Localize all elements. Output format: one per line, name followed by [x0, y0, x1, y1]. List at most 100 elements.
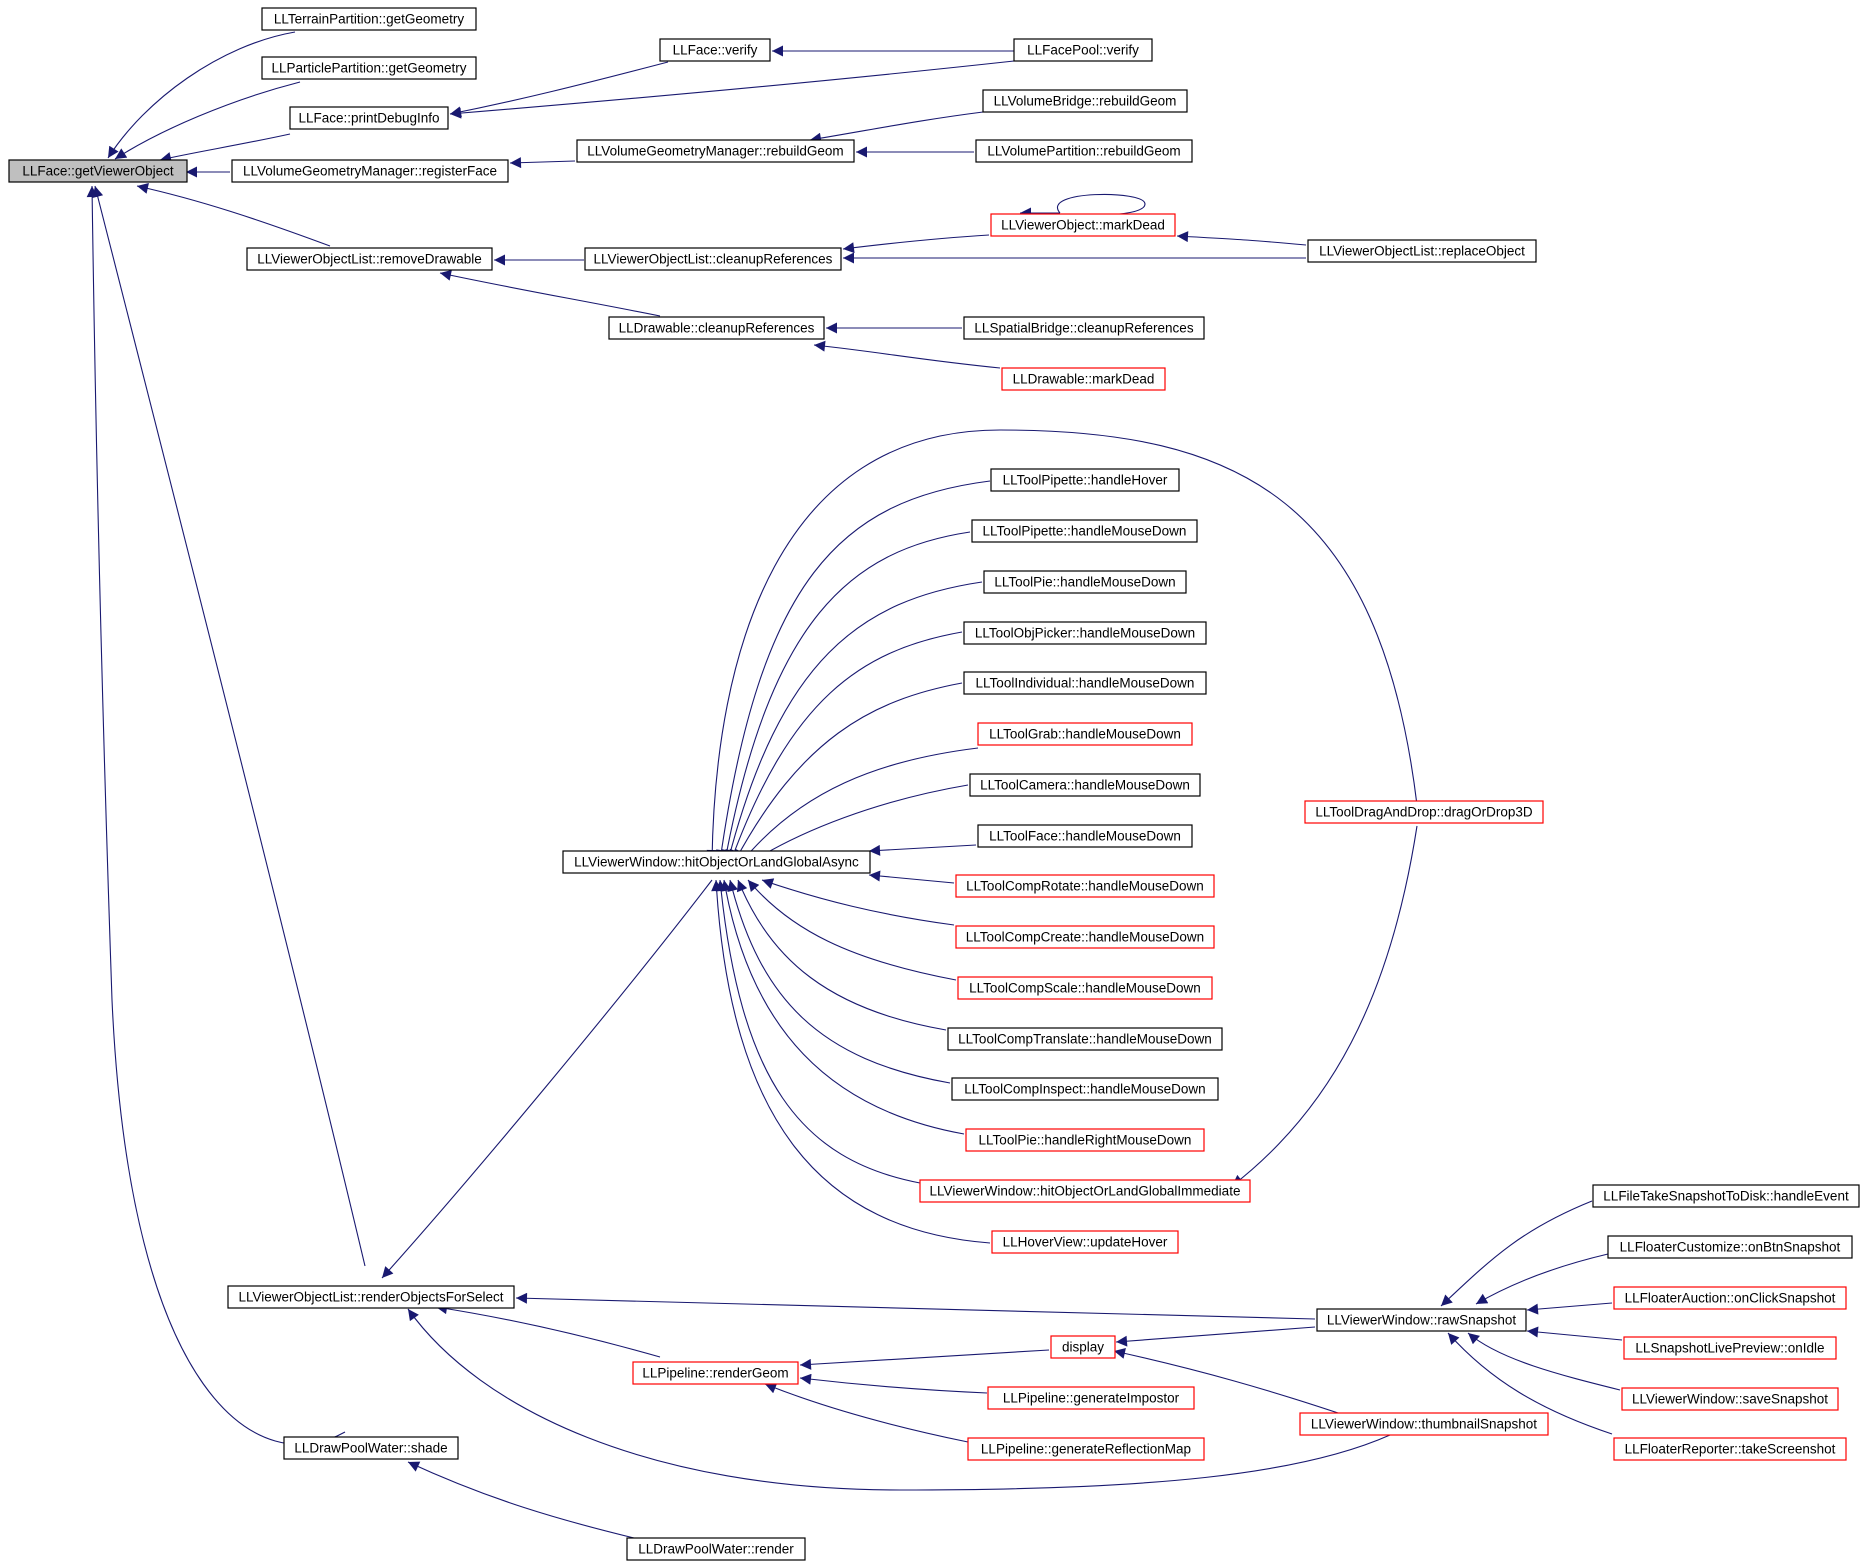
node-hit-immediate[interactable]: LLViewerWindow::hitObjectOrLandGlobalImm… — [919, 1179, 1251, 1203]
node-label: LLSnapshotLivePreview::onIdle — [1635, 1341, 1824, 1356]
node-register-face[interactable]: LLVolumeGeometryManager::registerFace — [231, 159, 509, 183]
node-terrain-partition[interactable]: LLTerrainPartition::getGeometry — [261, 7, 477, 31]
node-box — [955, 925, 1215, 949]
edge-compinspect-to-hitasync — [727, 879, 951, 1084]
node-generate-reflection-map[interactable]: LLPipeline::generateReflectionMap — [967, 1437, 1205, 1461]
node-label: LLToolDragAndDrop::dragOrDrop3D — [1315, 805, 1533, 820]
node-compinspect-mousedown[interactable]: LLToolCompInspect::handleMouseDown — [951, 1077, 1219, 1101]
node-box — [1013, 38, 1153, 62]
node-label: LLDrawPoolWater::shade — [294, 1441, 447, 1456]
node-label: LLToolCompScale::handleMouseDown — [969, 981, 1201, 996]
node-facepool-verify[interactable]: LLFacePool::verify — [1013, 38, 1153, 62]
node-box — [947, 1027, 1223, 1051]
edge-draganddrop-to-hitimmediate — [1231, 825, 1418, 1187]
node-mark-dead[interactable]: LLViewerObject::markDead — [990, 213, 1176, 237]
edge-reflection-to-rendergeom — [764, 1382, 969, 1443]
edge-individual-to-hitasync — [734, 682, 963, 862]
edge-piemouse-to-hitasync — [725, 581, 983, 862]
node-raw-snapshot[interactable]: LLViewerWindow::rawSnapshot — [1316, 1308, 1527, 1332]
node-pipette-hover[interactable]: LLToolPipette::handleHover — [990, 468, 1180, 492]
node-box — [963, 316, 1205, 340]
node-take-screenshot[interactable]: LLFloaterReporter::takeScreenshot — [1613, 1437, 1847, 1461]
node-hit-async[interactable]: LLViewerWindow::hitObjectOrLandGlobalAsy… — [562, 850, 871, 874]
node-comptranslate-mousedown[interactable]: LLToolCompTranslate::handleMouseDown — [947, 1027, 1223, 1051]
node-label: LLPipeline::generateReflectionMap — [981, 1442, 1191, 1457]
node-save-snapshot[interactable]: LLViewerWindow::saveSnapshot — [1621, 1387, 1839, 1411]
node-label: LLVolumeGeometryManager::rebuildGeom — [587, 144, 843, 159]
node-volume-partition-rebuild[interactable]: LLVolumePartition::rebuildGeom — [975, 139, 1193, 163]
node-individual-mousedown[interactable]: LLToolIndividual::handleMouseDown — [963, 671, 1207, 695]
node-auction-snapshot[interactable]: LLFloaterAuction::onClickSnapshot — [1613, 1286, 1847, 1310]
node-render-geom[interactable]: LLPipeline::renderGeom — [632, 1361, 799, 1385]
node-root[interactable]: LLFace::getViewerObject — [8, 159, 188, 183]
node-drawable-cleanup-refs[interactable]: LLDrawable::cleanupReferences — [608, 316, 825, 340]
node-label: LLToolCompInspect::handleMouseDown — [964, 1082, 1205, 1097]
node-drawpool-shade[interactable]: LLDrawPoolWater::shade — [283, 1436, 459, 1460]
node-pipette-mousedown[interactable]: LLToolPipette::handleMouseDown — [971, 519, 1198, 543]
node-vgm-rebuild-geom[interactable]: LLVolumeGeometryManager::rebuildGeom — [576, 139, 855, 163]
node-take-snapshot-to-disk[interactable]: LLFileTakeSnapshotToDisk::handleEvent — [1592, 1184, 1860, 1208]
node-pie-mousedown[interactable]: LLToolPie::handleMouseDown — [983, 570, 1187, 594]
node-vol-cleanup-refs[interactable]: LLViewerObjectList::cleanupReferences — [584, 247, 842, 271]
node-box — [227, 1285, 515, 1309]
node-hover-update[interactable]: LLHoverView::updateHover — [991, 1230, 1179, 1254]
node-label: LLToolCompCreate::handleMouseDown — [966, 930, 1204, 945]
node-remove-drawable[interactable]: LLViewerObjectList::removeDrawable — [246, 247, 493, 271]
node-customize-snapshot[interactable]: LLFloaterCustomize::onBtnSnapshot — [1607, 1235, 1853, 1259]
node-compscale-mousedown[interactable]: LLToolCompScale::handleMouseDown — [957, 976, 1213, 1000]
node-render-objects-for-select[interactable]: LLViewerObjectList::renderObjectsForSele… — [227, 1285, 515, 1309]
node-label: LLFileTakeSnapshotToDisk::handleEvent — [1603, 1189, 1849, 1204]
node-camera-mousedown[interactable]: LLToolCamera::handleMouseDown — [969, 773, 1201, 797]
edge-livepreview-to-raw — [1526, 1326, 1623, 1341]
node-box — [975, 139, 1193, 163]
node-pie-rightmousedown[interactable]: LLToolPie::handleRightMouseDown — [965, 1128, 1205, 1152]
node-face-verify[interactable]: LLFace::verify — [659, 38, 771, 62]
node-label: LLFloaterReporter::takeScreenshot — [1625, 1442, 1836, 1457]
node-particle-partition[interactable]: LLParticlePartition::getGeometry — [261, 56, 477, 80]
node-label: LLToolGrab::handleMouseDown — [989, 727, 1181, 742]
node-box — [1304, 800, 1544, 824]
node-compcreate-mousedown[interactable]: LLToolCompCreate::handleMouseDown — [955, 925, 1215, 949]
edge-render-to-shade — [407, 1461, 635, 1539]
edge-pieright-to-hitasync — [720, 879, 965, 1135]
node-comprotate-mousedown[interactable]: LLToolCompRotate::handleMouseDown — [955, 874, 1215, 898]
edge-particle-to-root — [114, 81, 301, 160]
node-replace-object[interactable]: LLViewerObjectList::replaceObject — [1307, 239, 1537, 263]
node-print-debug-info[interactable]: LLFace::printDebugInfo — [289, 106, 449, 130]
node-display[interactable]: display — [1050, 1335, 1116, 1359]
edge-comprotate-to-hitasync — [868, 870, 955, 884]
node-objpicker-mousedown[interactable]: LLToolObjPicker::handleMouseDown — [963, 621, 1207, 645]
node-spatial-bridge-cleanup[interactable]: LLSpatialBridge::cleanupReferences — [963, 316, 1205, 340]
node-label: LLDrawPoolWater::render — [638, 1542, 794, 1557]
node-box — [261, 7, 477, 31]
edge-compcreate-to-hitasync — [761, 878, 955, 926]
node-label: LLFace::printDebugInfo — [298, 111, 439, 126]
node-label: LLViewerObjectList::replaceObject — [1319, 244, 1525, 259]
node-box — [8, 159, 188, 183]
node-drawable-mark-dead[interactable]: LLDrawable::markDead — [1001, 367, 1166, 391]
node-thumbnail-snapshot[interactable]: LLViewerWindow::thumbnailSnapshot — [1299, 1412, 1549, 1436]
node-box — [987, 1386, 1195, 1410]
node-grab-mousedown[interactable]: LLToolGrab::handleMouseDown — [977, 722, 1193, 746]
node-label: LLParticlePartition::getGeometry — [271, 61, 466, 76]
node-generate-impostor[interactable]: LLPipeline::generateImpostor — [987, 1386, 1195, 1410]
node-box — [957, 976, 1213, 1000]
edge-thumbnail-to-renderobjs — [407, 1308, 1391, 1491]
edge-takedisk-to-raw — [1440, 1200, 1593, 1307]
node-drag-or-drop[interactable]: LLToolDragAndDrop::dragOrDrop3D — [1304, 800, 1544, 824]
node-volume-bridge-rebuild[interactable]: LLVolumeBridge::rebuildGeom — [982, 89, 1188, 113]
edge-replace-to-markdead — [1176, 231, 1307, 246]
node-face-mousedown[interactable]: LLToolFace::handleMouseDown — [977, 824, 1193, 848]
node-box — [955, 874, 1215, 898]
node-box — [246, 247, 493, 271]
node-label: LLToolCamera::handleMouseDown — [980, 778, 1190, 793]
node-label: LLDrawable::markDead — [1013, 372, 1155, 387]
node-box — [982, 89, 1188, 113]
node-live-preview-idle[interactable]: LLSnapshotLivePreview::onIdle — [1623, 1336, 1837, 1360]
node-label: LLViewerWindow::hitObjectOrLandGlobalImm… — [930, 1184, 1241, 1199]
node-box — [1607, 1235, 1853, 1259]
node-drawpool-render[interactable]: LLDrawPoolWater::render — [626, 1537, 806, 1561]
edge-markdead-self — [1020, 193, 1146, 215]
node-box — [963, 621, 1207, 645]
edge-comptranslate-to-hitasync — [736, 879, 947, 1031]
